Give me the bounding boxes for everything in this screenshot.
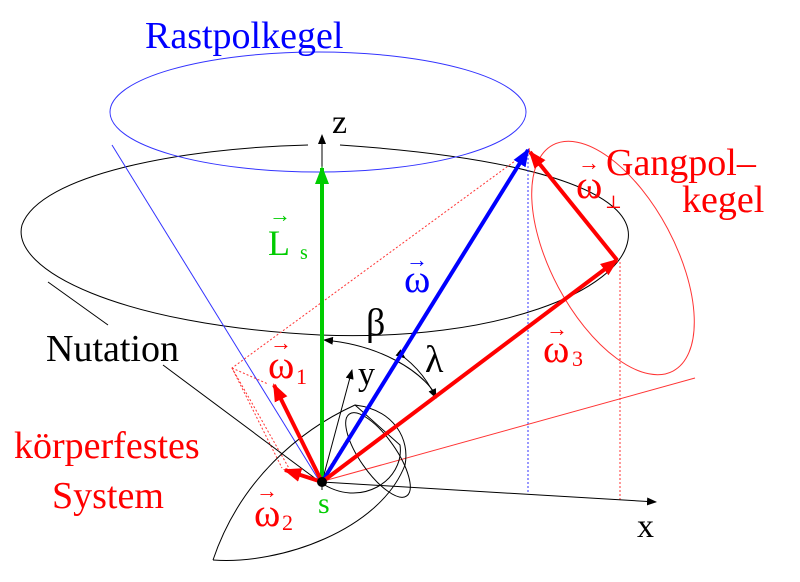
beta-label: β	[366, 302, 385, 344]
point-s-label: s	[318, 487, 330, 520]
vector-omega-1	[272, 383, 324, 483]
x-axis-label: x	[637, 508, 654, 545]
rastpolkegel-label: Rastpolkegel	[145, 15, 343, 57]
vector-arrow-glyph: →	[546, 316, 568, 341]
omega-3-subscript: 3	[572, 346, 583, 371]
omega-2-label: → ω 2	[254, 478, 293, 535]
koerperfestes-label-line1: körperfestes	[14, 425, 200, 467]
gangpolkegel-label-line2: kegel	[682, 179, 764, 221]
omega-perp-label: → ω ⊥	[576, 150, 622, 212]
nutation-label: Nutation	[46, 328, 179, 370]
vectors	[272, 148, 619, 484]
omega-3-label: → ω 3	[543, 316, 583, 371]
L-subscript: s	[300, 242, 308, 264]
L-symbol: L	[268, 223, 290, 263]
point-s-dot	[317, 477, 327, 487]
L-s-label: → L s	[268, 202, 308, 264]
x-axis	[321, 481, 657, 506]
z-axis-label: z	[332, 104, 347, 141]
y-axis	[321, 369, 354, 483]
lambda-label: λ	[425, 339, 444, 381]
angle-arcs	[323, 336, 437, 399]
omega-2-symbol: ω	[254, 490, 280, 535]
nutation-pointers	[47, 281, 321, 483]
omega-1-subscript: 1	[296, 364, 307, 389]
omega-label: → ω	[404, 247, 430, 301]
omega-2-subscript: 2	[282, 510, 293, 535]
vector-arrow-glyph: →	[578, 150, 600, 175]
vector-omega-perp	[528, 150, 619, 262]
vector-arrow-glyph: →	[269, 202, 291, 227]
omega-3-symbol: ω	[543, 326, 569, 371]
gangpolkegel-label-line1: Gangpol–	[606, 142, 757, 184]
vector-omega-2	[283, 468, 323, 484]
vector-arrow-glyph: →	[270, 330, 292, 355]
vector-omega	[320, 148, 530, 484]
top-body	[212, 404, 411, 561]
rastpolkegel-cone	[109, 51, 527, 483]
nutation-ellipse	[20, 144, 629, 337]
omega-1-label: → ω 1	[268, 330, 307, 389]
vector-omega-3	[320, 258, 619, 484]
omega-perp-subscript: ⊥	[605, 192, 622, 212]
koerperfestes-label-line2: System	[52, 475, 164, 517]
vector-arrow-glyph: →	[406, 247, 428, 272]
y-axis-label: y	[358, 356, 375, 393]
omega-perp-symbol: ω	[576, 162, 602, 207]
omega-1-symbol: ω	[268, 342, 294, 387]
omega-symbol: ω	[404, 256, 430, 301]
lambda-arc	[395, 349, 437, 399]
vector-arrow-glyph: →	[256, 478, 278, 503]
